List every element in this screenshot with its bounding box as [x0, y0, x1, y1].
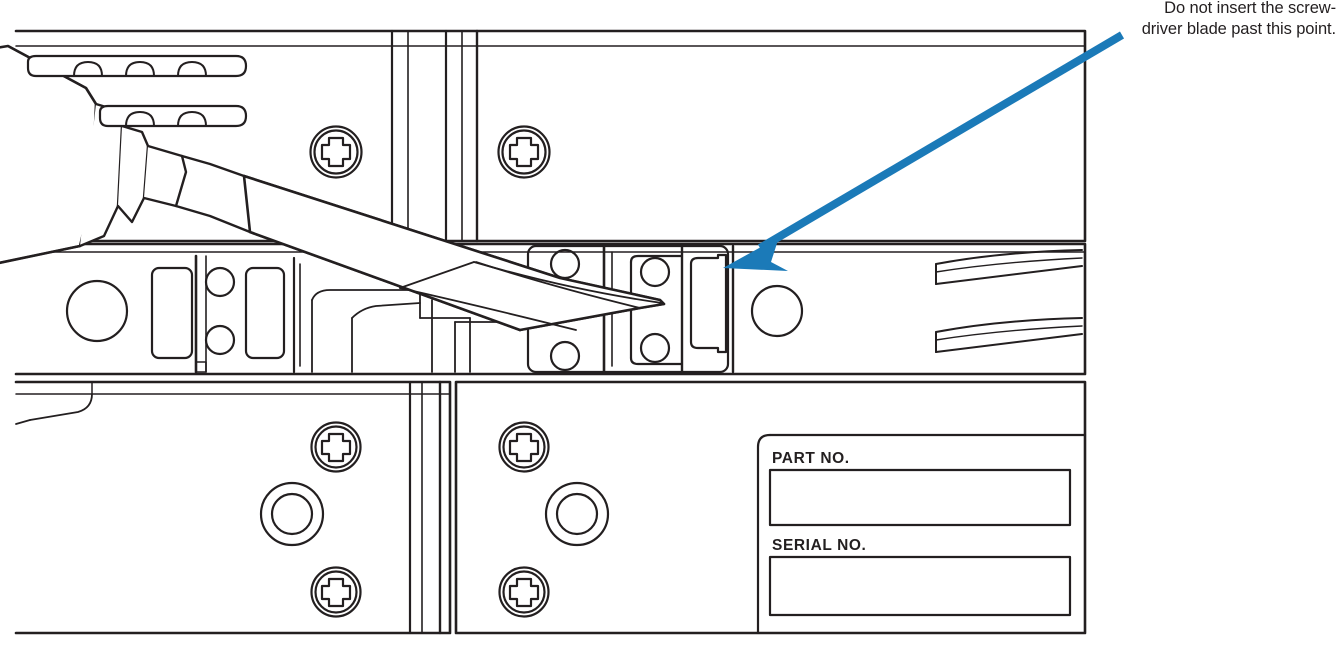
serial-no-label: SERIAL NO. — [772, 537, 867, 554]
part-no-label: PART NO. — [772, 450, 850, 467]
curved-vent-lower — [935, 317, 1083, 353]
phillips-screw-lower-left-top — [310, 421, 362, 473]
phillips-screw-lower-left-bottom — [310, 566, 362, 618]
callout-arrow-line — [757, 31, 1125, 252]
chassis-assembly — [0, 29, 1087, 635]
phillips-screw-lower-right-top — [498, 421, 550, 473]
phillips-screw-upper-right — [497, 125, 551, 179]
lower-right-module — [454, 380, 1087, 635]
callout-arrow — [723, 31, 1125, 271]
middle-center-bay — [311, 289, 531, 373]
lower-left-module — [14, 380, 452, 635]
part-no-value-box — [768, 468, 1072, 527]
serial-no-value-box — [768, 555, 1072, 617]
callout-line-1: Do not insert the screw- — [1164, 0, 1336, 17]
insertion-slot — [689, 253, 728, 354]
callout-arrow-head — [723, 237, 788, 271]
middle-right-module — [750, 249, 1083, 353]
callout-warning-text: Do not insert the screw- driver blade pa… — [1084, 0, 1336, 40]
curved-vent-upper — [935, 249, 1083, 285]
middle-left-module — [65, 254, 301, 374]
phillips-screw-lower-right-bottom — [498, 566, 550, 618]
grommet-ring-left — [259, 481, 325, 547]
phillips-screw-upper-left — [309, 125, 363, 179]
blade-bevel-lines — [399, 261, 663, 331]
lower-chassis-section — [14, 380, 1087, 635]
grommet-ring-right — [544, 481, 610, 547]
handle-grip-ridges — [26, 54, 248, 128]
callout-line-2: driver blade past this point. — [1141, 20, 1336, 38]
nameplate-block — [756, 433, 1087, 635]
